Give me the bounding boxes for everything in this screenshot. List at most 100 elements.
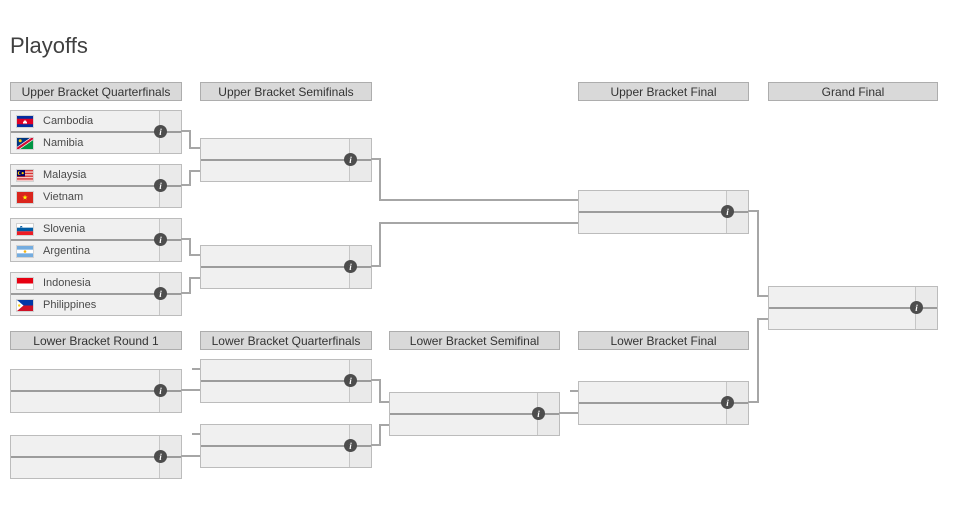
bracket-connector-stub xyxy=(192,433,200,435)
match-ub-sf1[interactable]: i xyxy=(200,138,372,182)
match-divider xyxy=(579,402,748,404)
match-divider xyxy=(201,380,371,382)
bracket-connector-line xyxy=(757,295,768,297)
match-lb-qf1[interactable]: i xyxy=(200,359,372,403)
bracket-connector-line xyxy=(379,222,381,267)
match-lb-r1-m2[interactable]: i xyxy=(10,435,182,479)
page-title: Playoffs xyxy=(10,33,88,58)
info-icon[interactable]: i xyxy=(344,439,357,452)
match-grand-final[interactable]: i xyxy=(768,286,938,330)
bracket-connector-line xyxy=(181,389,200,391)
bracket-connector-line xyxy=(189,277,200,279)
match-lb-r1-m1[interactable]: i xyxy=(10,369,182,413)
team-row: Cambodia xyxy=(11,111,159,131)
bracket-connector-line xyxy=(189,170,191,186)
match-divider xyxy=(11,390,181,392)
match-divider xyxy=(201,266,371,268)
team-row: Namibia xyxy=(11,133,159,153)
flag-namibia-icon xyxy=(16,136,34,150)
info-icon[interactable]: i xyxy=(154,384,167,397)
match-lb-semifinal[interactable]: i xyxy=(389,392,560,436)
info-icon[interactable]: i xyxy=(344,153,357,166)
flag-cambodia-icon xyxy=(16,114,34,128)
bracket-connector-line xyxy=(379,424,389,426)
round-header-upper-bracket-final: Upper Bracket Final xyxy=(578,82,749,101)
bracket-connector-line xyxy=(559,412,578,414)
bracket-connector-line xyxy=(181,455,200,457)
bracket-connector-line xyxy=(379,424,381,446)
flag-malaysia-icon xyxy=(16,168,34,182)
bracket-connector-line xyxy=(371,379,381,381)
info-icon[interactable]: i xyxy=(721,396,734,409)
team-row: Slovenia xyxy=(11,219,159,239)
flag-philippines-icon xyxy=(16,298,34,312)
team-row: Vietnam xyxy=(11,187,159,207)
team-row: Indonesia xyxy=(11,273,159,293)
info-icon[interactable]: i xyxy=(721,205,734,218)
team-name: Slovenia xyxy=(43,223,86,235)
team-row: Philippines xyxy=(11,295,159,315)
info-icon[interactable]: i xyxy=(344,374,357,387)
match-divider xyxy=(11,131,181,133)
bracket-connector-line xyxy=(379,158,381,201)
match-divider xyxy=(11,456,181,458)
bracket-connector-line xyxy=(379,222,578,224)
flag-slovenia-icon xyxy=(16,222,34,236)
match-ub-qf2[interactable]: Malaysia Vietnam i xyxy=(10,164,182,208)
bracket-connector-line xyxy=(757,210,759,297)
round-header-grand-final: Grand Final xyxy=(768,82,938,101)
bracket-connector-line xyxy=(189,147,200,149)
bracket-connector-line xyxy=(379,401,389,403)
bracket-connector-line xyxy=(379,199,578,201)
team-row: Malaysia xyxy=(11,165,159,185)
bracket-connector-line xyxy=(748,401,759,403)
info-icon[interactable]: i xyxy=(154,179,167,192)
bracket-connector-line xyxy=(371,158,381,160)
info-icon[interactable]: i xyxy=(910,301,923,314)
match-lb-final[interactable]: i xyxy=(578,381,749,425)
team-name: Cambodia xyxy=(43,115,94,127)
match-divider xyxy=(390,413,559,415)
round-header-lower-bracket-round-1: Lower Bracket Round 1 xyxy=(10,331,182,350)
bracket-connector-line xyxy=(189,277,191,294)
match-ub-final[interactable]: i xyxy=(578,190,749,234)
bracket-connector-line xyxy=(189,130,191,149)
match-ub-qf4[interactable]: Indonesia Philippines i xyxy=(10,272,182,316)
match-ub-sf2[interactable]: i xyxy=(200,245,372,289)
info-icon[interactable]: i xyxy=(532,407,545,420)
match-divider xyxy=(201,159,371,161)
info-icon[interactable]: i xyxy=(154,233,167,246)
match-lb-qf2[interactable]: i xyxy=(200,424,372,468)
match-ub-qf1[interactable]: Cambodia Namibia i xyxy=(10,110,182,154)
bracket-connector-stub xyxy=(192,368,200,370)
team-name: Argentina xyxy=(43,245,91,257)
bracket-connector-line xyxy=(189,170,200,172)
bracket-connector-line xyxy=(757,318,768,320)
bracket-connector-line xyxy=(189,254,200,256)
match-divider xyxy=(201,445,371,447)
match-divider xyxy=(11,185,181,187)
bracket-connector-line xyxy=(181,184,191,186)
bracket-connector-line xyxy=(371,265,381,267)
info-icon[interactable]: i xyxy=(154,287,167,300)
match-divider xyxy=(769,307,937,309)
info-icon[interactable]: i xyxy=(344,260,357,273)
flag-indonesia-icon xyxy=(16,276,34,290)
info-icon[interactable]: i xyxy=(154,125,167,138)
bracket-connector-line xyxy=(189,238,191,256)
info-icon[interactable]: i xyxy=(154,450,167,463)
bracket-connector-line xyxy=(757,318,759,403)
team-name: Malaysia xyxy=(43,169,87,181)
round-header-lower-bracket-quarterfinals: Lower Bracket Quarterfinals xyxy=(200,331,372,350)
team-row: Argentina xyxy=(11,241,159,261)
match-ub-qf3[interactable]: Slovenia Argentina i xyxy=(10,218,182,262)
bracket-connector-line xyxy=(748,210,759,212)
round-header-lower-bracket-semifinal: Lower Bracket Semifinal xyxy=(389,331,560,350)
flag-argentina-icon xyxy=(16,244,34,258)
bracket-connector-line xyxy=(181,238,191,240)
bracket-connector-line xyxy=(379,379,381,403)
bracket-connector-line xyxy=(181,292,191,294)
match-divider xyxy=(579,211,748,213)
round-header-upper-bracket-semifinals: Upper Bracket Semifinals xyxy=(200,82,372,101)
